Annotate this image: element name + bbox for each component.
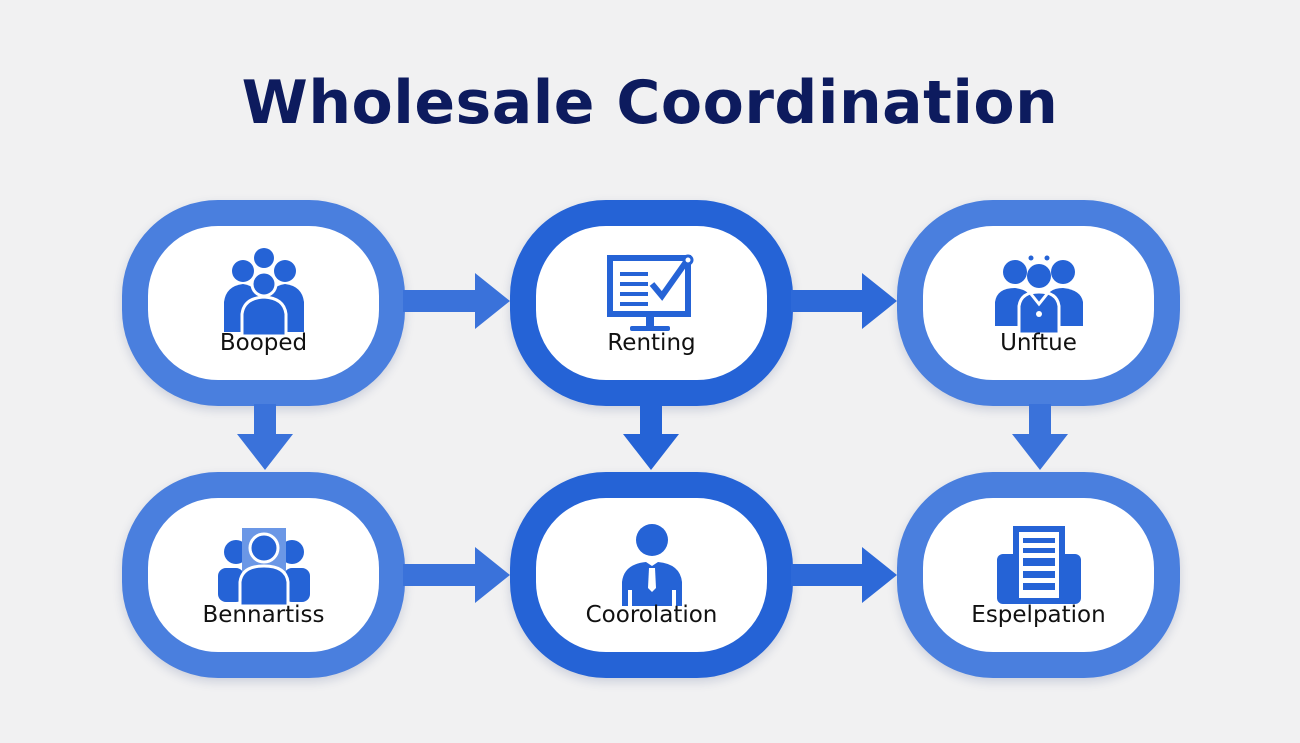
arrow-down-icon — [623, 404, 679, 470]
team-leader-icon — [989, 244, 1089, 344]
arrow-down-icon — [237, 404, 293, 470]
monitor-checklist-icon — [602, 244, 702, 344]
businessman-icon — [602, 516, 702, 616]
arrow-right-icon — [403, 547, 510, 603]
node-coorolation: Coorolation — [510, 472, 793, 678]
node-label: Bennartiss — [202, 602, 325, 628]
team-group-icon — [214, 244, 314, 344]
arrow-right-icon — [791, 547, 897, 603]
node-renting: Renting — [510, 200, 793, 406]
arrow-right-icon — [791, 273, 897, 329]
node-label: Booped — [219, 330, 308, 356]
node-espelpation: Espelpation — [897, 472, 1180, 678]
node-label: Espelpation — [971, 602, 1106, 628]
diagram-title: Wholesale Coordination — [241, 68, 1059, 138]
node-unftue: Unftue — [897, 200, 1180, 406]
node-label: Coorolation — [585, 602, 718, 628]
arrow-down-icon — [1012, 404, 1068, 470]
node-label: Unftue — [1000, 330, 1077, 356]
profile-group-icon — [214, 516, 314, 616]
arrow-right-icon — [403, 273, 510, 329]
node-label: Renting — [607, 330, 696, 356]
node-bennartiss: Bennartiss — [122, 472, 405, 678]
document-tray-icon — [989, 516, 1089, 616]
node-booped: Booped — [122, 200, 405, 406]
